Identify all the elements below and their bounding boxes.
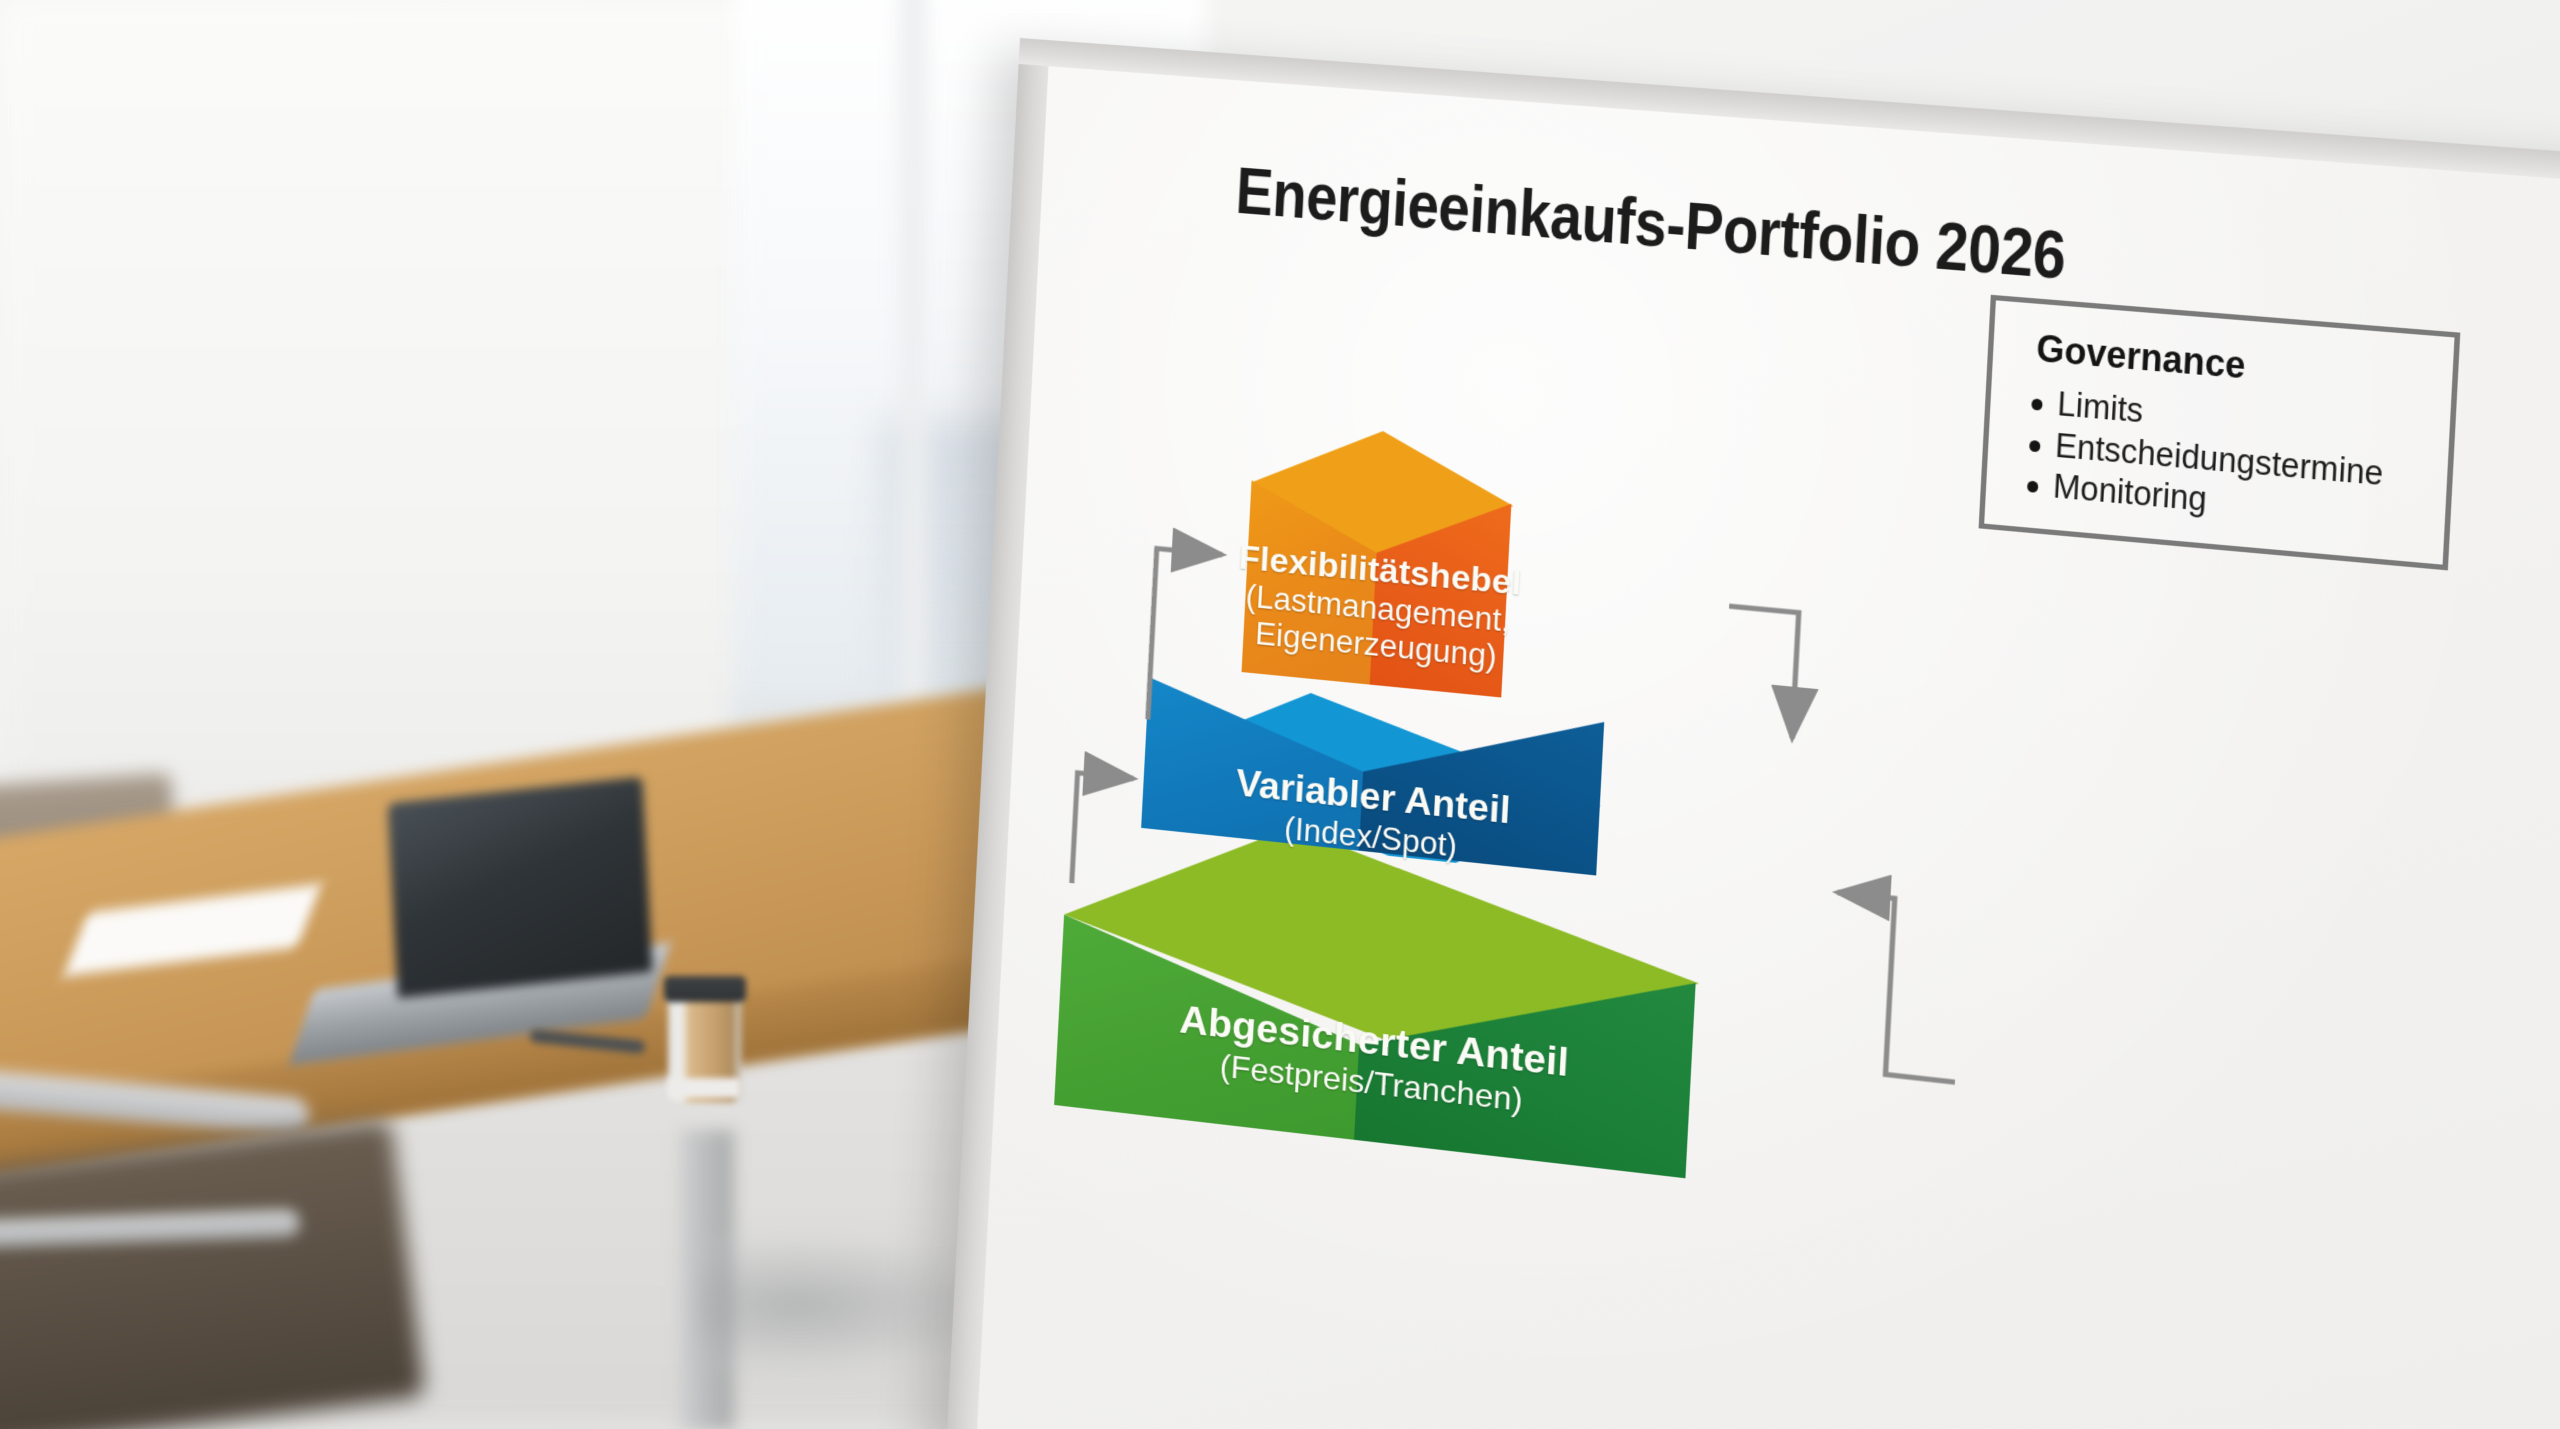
governance-heading: Governance [2035, 326, 2247, 387]
coffee-cup-sleeve [668, 1078, 741, 1098]
governance-list: Limits Entscheidungstermine Monitoring [2015, 380, 2415, 538]
poster-content: Energieeinkaufs-Portfolio 2026 Governanc… [973, 66, 2560, 1429]
laptop-screen [387, 776, 653, 999]
coffee-cup-lid [664, 976, 746, 1002]
portfolio-pyramid: Flexibilitätshebel (Lastmanagement, Eige… [1047, 241, 2033, 1357]
orange-top-face [1248, 419, 1517, 572]
chair-foreground [0, 1119, 426, 1429]
governance-box: Governance Limits Entscheidungstermine M… [1978, 294, 2461, 571]
green-top-face [1059, 804, 1705, 1076]
flipchart-board: Energieeinkaufs-Portfolio 2026 Governanc… [944, 38, 2560, 1429]
